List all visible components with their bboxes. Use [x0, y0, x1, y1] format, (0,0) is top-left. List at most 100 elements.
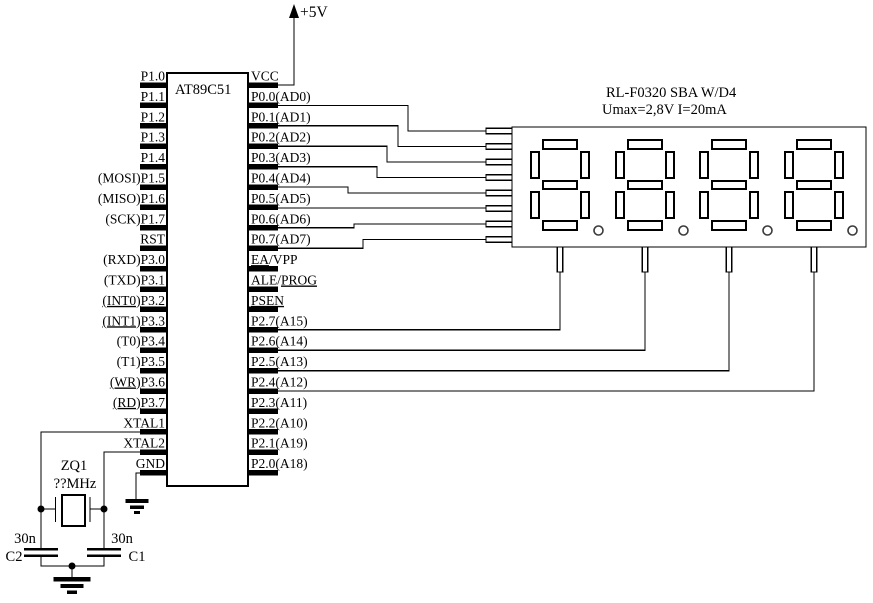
digit-1-segment-top-right [580, 151, 590, 179]
pin-bar-p0-7-ad7 [248, 245, 278, 251]
wire-common-digit-4 [278, 272, 815, 392]
digit-4-common-pin [810, 246, 818, 273]
pin-bar-xtal1 [140, 429, 168, 435]
junction-dot [37, 505, 45, 513]
digit-1-decimal-point [593, 225, 604, 236]
pin-bar-p1-4 [140, 163, 168, 170]
digit-2-segment-bottom-left [615, 191, 625, 219]
wire-common-digit-2 [278, 272, 646, 351]
power-label: +5V [300, 4, 328, 21]
wire-p0-4-ad4 [278, 186, 486, 194]
pin-label-p1-3: P1.3 [141, 130, 166, 145]
digit-1-segment-bottom-right [580, 191, 590, 219]
pin-label-p0-1-ad1: P0.1(AD1) [251, 109, 311, 124]
pin-label-p2-0-a18: P2.0(A18) [251, 456, 308, 471]
display-pin-stub-1 [485, 127, 513, 135]
pin-label-rd-p3-7: (RD)P3.7 [113, 395, 165, 410]
digit-2-segment-bottom [627, 220, 663, 231]
digit-3-segment-top [711, 139, 747, 150]
digit-2-segment-middle [627, 180, 663, 190]
pin-bar-xtal2 [140, 449, 168, 455]
pin-label-p0-3-ad3: P0.3(AD3) [251, 150, 311, 165]
cap-c1-plate [87, 554, 121, 557]
pin-label-p1-2: P1.2 [141, 109, 165, 124]
display-pin-stub-3 [485, 158, 513, 166]
wire-p0-6-ad6 [278, 223, 486, 229]
pin-bar-gnd [140, 469, 168, 476]
cap-c1-value: 30n [111, 531, 134, 547]
pin-bar-p2-4-a12 [248, 388, 278, 394]
pin-bar-p0-5-ad5 [248, 204, 278, 211]
cap-c2-value: 30n [14, 531, 37, 547]
digit-3-segment-middle [711, 180, 747, 190]
pin-label-p2-3-a11: P2.3(A11) [251, 395, 307, 410]
pin-bar-p0-1-ad1 [248, 123, 278, 129]
mcu-name-label: AT89C51 [175, 82, 231, 98]
pin-bar-p0-6-ad6 [248, 225, 278, 231]
pin-bar-p2-3-a11 [248, 408, 278, 415]
pin-bar-p0-2-ad2 [248, 143, 278, 149]
pin-label-t0-p3-4: (T0)P3.4 [117, 334, 166, 349]
pin-label-ale-prog: ALE/PROG [251, 273, 317, 288]
digit-4-decimal-point [847, 225, 858, 236]
pin-label-sck-p1-7: (SCK)P1.7 [105, 211, 165, 226]
wire-gnd [135, 472, 141, 499]
pin-bar-psen [248, 306, 278, 313]
pin-label-ea-vpp: EA/VPP [251, 252, 298, 267]
digit-3-segment-top-right [749, 151, 759, 179]
digit-4-segment-bottom-left [784, 191, 794, 219]
pin-label-mosi-p1-5: (MOSI)P1.5 [98, 171, 165, 186]
display-digits [530, 139, 858, 236]
display-pin-stub-2 [485, 143, 513, 150]
wire-p0-3-ad3 [278, 165, 486, 179]
pin-bar-t1-p3-5 [140, 367, 168, 374]
pin-label-miso-p1-6: (MISO)P1.6 [98, 191, 165, 206]
ground-symbol [125, 499, 149, 514]
mcu-body [166, 72, 249, 487]
pin-label-gnd: GND [136, 456, 165, 471]
digit-2-decimal-point [678, 225, 689, 236]
digit-1-segment-bottom-left [530, 191, 540, 219]
pin-bar-p2-7-a15 [248, 327, 278, 333]
digit-1-common-pin [556, 246, 564, 273]
pin-label-int1-p3-3: (INT1)P3.3 [102, 313, 165, 328]
digit-3-segment-bottom-left [699, 191, 709, 219]
digit-3-common-pin [725, 246, 733, 273]
digit-2-segment-top [627, 139, 663, 150]
pin-label-p1-4: P1.4 [141, 150, 166, 165]
pin-bar-ea-vpp [248, 265, 278, 272]
pin-bar-p1-1 [140, 102, 168, 109]
digit-2-segment-bottom-right [665, 191, 675, 219]
mcu-right-pins: VCCP0.0(AD0)P0.1(AD1)P0.2(AD2)P0.3(AD3)P… [248, 69, 317, 476]
display-pin-stub-4 [485, 174, 513, 181]
digit-3-decimal-point [762, 225, 773, 236]
pin-bar-vcc [248, 82, 278, 88]
display-pin-stub-6 [485, 205, 513, 212]
display-pin-stub-5 [485, 189, 513, 197]
junction-dot [100, 505, 108, 513]
digit-1-segment-bottom [542, 220, 578, 231]
digit-4-segment-top-left [784, 151, 794, 179]
pin-bar-p2-0-a18 [248, 469, 278, 476]
display-pin-stub-8 [485, 236, 513, 243]
pin-label-p2-7-a15: P2.7(A15) [251, 313, 308, 328]
digit-2-segment-top-left [615, 151, 625, 179]
arrow-up-icon [289, 4, 299, 18]
pin-bar-p1-2 [140, 123, 168, 129]
digit-4-segment-bottom-right [834, 191, 844, 219]
pin-label-wr-p3-6: (WR)P3.6 [110, 375, 165, 390]
pin-bar-p0-4-ad4 [248, 184, 278, 190]
pin-label-p0-0-ad0: P0.0(AD0) [251, 89, 311, 104]
pin-bar-mosi-p1-5 [140, 184, 168, 190]
crystal-subcircuit: ZQ1 ??MHz 30n 30n C2 C1 [6, 431, 145, 594]
pin-label-t1-p3-5: (T1)P3.5 [117, 354, 166, 369]
display-title: RL-F0320 SBA W/D4 [606, 85, 737, 101]
pin-bar-int1-p3-3 [140, 327, 168, 333]
digit-2-common-pin [641, 246, 649, 273]
cap-c2-plate [24, 548, 58, 551]
pin-bar-p0-3-ad3 [248, 163, 278, 170]
pin-bar-int0-p3-2 [140, 306, 168, 313]
wire-p0-1-ad1 [278, 125, 486, 148]
